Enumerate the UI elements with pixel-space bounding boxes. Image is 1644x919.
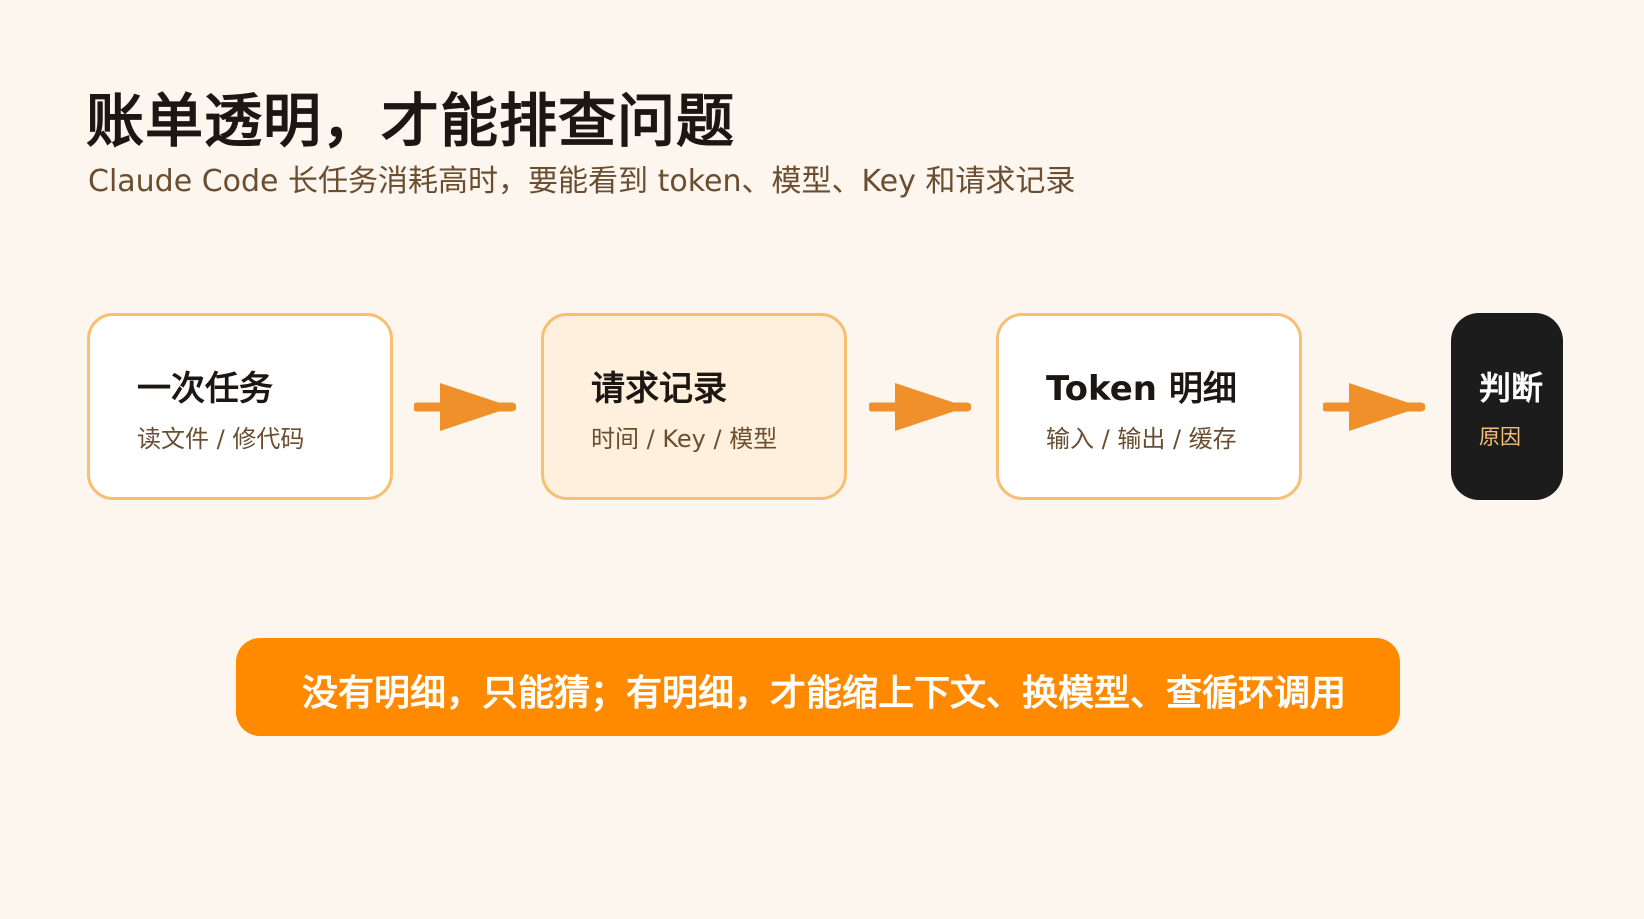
step-subtitle: 输入 / 输出 / 缓存 (1046, 425, 1237, 453)
page-subtitle: Claude Code 长任务消耗高时，要能看到 token、模型、Key 和请… (88, 164, 1076, 199)
step-subtitle: 时间 / Key / 模型 (591, 425, 778, 453)
banner-text: 没有明细，只能猜；有明细，才能缩上下文、换模型、查循环调用 (302, 673, 1347, 714)
arrow-right-icon (869, 383, 971, 431)
final-title: 判断 (1479, 369, 1544, 407)
arrow-right-icon (1323, 383, 1425, 431)
summary-banner: 没有明细，只能猜；有明细，才能缩上下文、换模型、查循环调用 (236, 638, 1400, 736)
step-title: 一次任务 (137, 369, 273, 409)
step-title: 请求记录 (591, 369, 727, 409)
final-subtitle: 原因 (1479, 425, 1521, 449)
final-judgement-card: 判断 原因 (1451, 313, 1563, 500)
step-card-token-detail: Token 明细 输入 / 输出 / 缓存 (996, 313, 1302, 500)
page-title: 账单透明，才能排查问题 (86, 87, 736, 155)
step-title: Token 明细 (1046, 369, 1237, 409)
step-card-request-log: 请求记录 时间 / Key / 模型 (541, 313, 847, 500)
step-subtitle: 读文件 / 修代码 (137, 425, 305, 453)
arrow-right-icon (414, 383, 516, 431)
step-card-task: 一次任务 读文件 / 修代码 (87, 313, 393, 500)
